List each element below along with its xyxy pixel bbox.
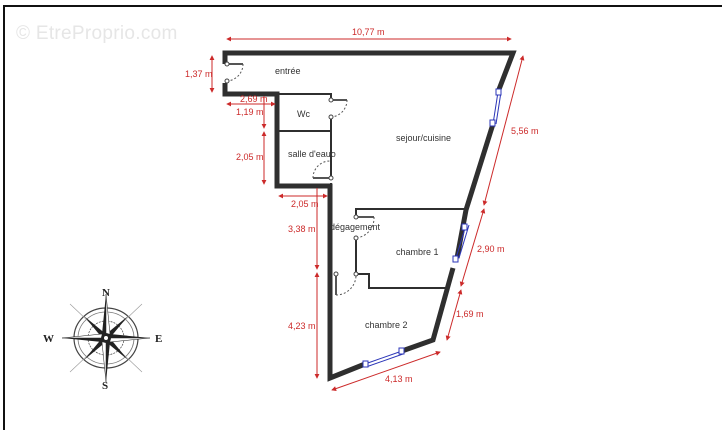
interior-walls	[277, 93, 467, 289]
dim-2-90: 2,90 m	[477, 244, 505, 254]
frame-left-border	[3, 5, 5, 430]
room-label-wc: Wc	[297, 109, 310, 119]
dim-top-width: 10,77 m	[352, 27, 385, 37]
room-label-degagement: dégagement	[330, 222, 381, 232]
compass-north-label: N	[102, 287, 110, 299]
doors	[226, 63, 375, 296]
compass-west-label: W	[43, 333, 54, 345]
room-label-salle-eau: salle d'eauo	[288, 149, 336, 159]
watermark: © EtreProprio.com	[16, 23, 178, 44]
dimension-lines	[209, 36, 525, 391]
room-label-sejour-cuisine: sejour/cuisine	[396, 133, 451, 143]
dim-4-13: 4,13 m	[385, 374, 413, 384]
frame-top-border	[3, 5, 722, 7]
door-hinges	[224, 61, 359, 277]
dim-2-05-vertical: 2,05 m	[236, 152, 264, 162]
dim-5-56: 5,56 m	[511, 126, 539, 136]
dim-1-19: 1,19 m	[236, 107, 264, 117]
dim-1-69: 1,69 m	[456, 309, 484, 319]
room-label-chambre-1: chambre 1	[396, 247, 439, 257]
dim-entree-height: 1,37 m	[185, 69, 213, 79]
compass-south-label: S	[102, 380, 108, 392]
room-label-chambre-2: chambre 2	[365, 320, 408, 330]
dim-4-23: 4,23 m	[288, 321, 316, 331]
dim-3-38: 3,38 m	[288, 224, 316, 234]
dim-2-05-horizontal: 2,05 m	[291, 199, 319, 209]
room-label-entree: entrée	[275, 66, 301, 76]
compass-rose-icon	[61, 293, 151, 383]
compass-east-label: E	[155, 333, 162, 345]
dim-2-69: 2,69 m	[240, 94, 268, 104]
